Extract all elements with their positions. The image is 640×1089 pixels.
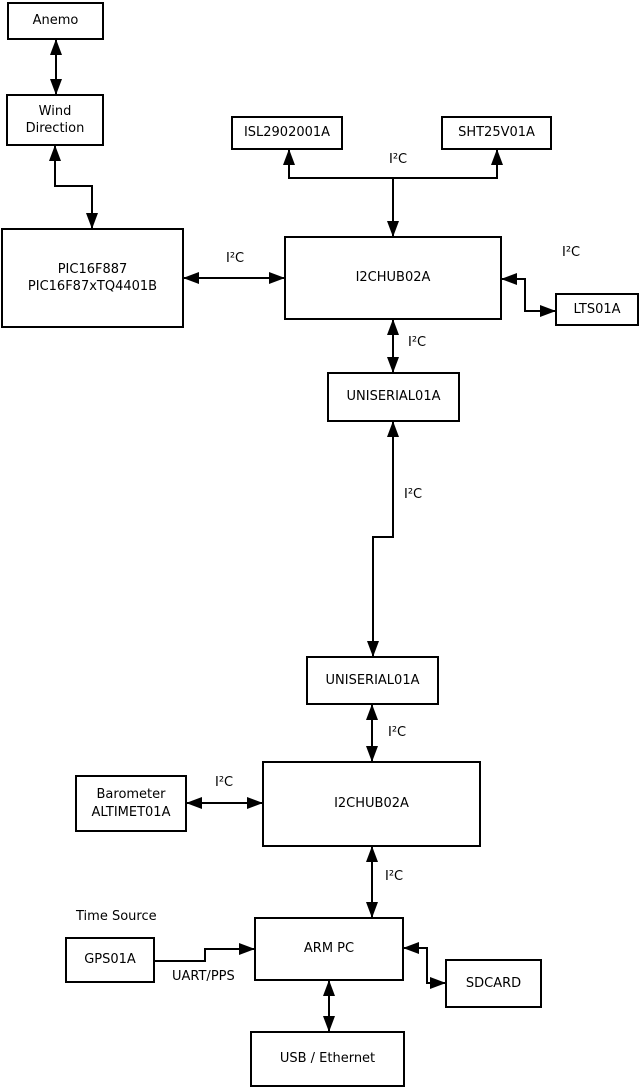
node-sht25v01a-label: SHT25V01A [458,125,535,141]
connector-uniserial1-uniserial2-arrow [367,421,399,657]
node-i2chub02a-lower: I2CHUB02A [262,761,481,847]
edge-label-i2c-uniserial2-hub2: I²C [388,725,407,740]
connector-hub1-lts-arrow [501,273,556,317]
node-i2chub02a-upper-label: I2CHUB02A [355,270,431,286]
node-anemo-label: Anemo [32,13,79,29]
edge-label-i2c-barometer-hub2: I²C [215,775,234,790]
edge-label-i2c-hub1-uniserial1: I²C [408,335,427,350]
node-uniserial01a-lower: UNISERIAL01A [306,656,439,705]
edge-label-uart-pps: UART/PPS [172,969,235,984]
node-i2chub02a-lower-label: I2CHUB02A [334,796,409,812]
node-barometer-altimet01a-label: Barometer ALTIMET01A [91,787,171,820]
node-gps01a-label: GPS01A [84,952,136,968]
node-sdcard-label: SDCARD [465,975,522,991]
node-uniserial01a-lower-label: UNISERIAL01A [325,672,420,688]
edge-label-i2c-long-link: I²C [404,487,423,502]
node-pic16f887: PIC16F887 PIC16F87xTQ4401B [1,228,184,328]
node-arm-pc-label: ARM PC [303,941,355,957]
node-barometer-altimet01a: Barometer ALTIMET01A [75,775,187,832]
node-uniserial01a-upper: UNISERIAL01A [327,372,460,422]
edge-label-i2c-hub2-arm: I²C [385,869,404,884]
node-i2chub02a-upper: I2CHUB02A [284,236,502,320]
node-usb-ethernet-label: USB / Ethernet [279,1051,376,1067]
node-lts01a-label: LTS01A [573,301,621,317]
node-isl2902001a: ISL2902001A [231,116,343,150]
node-anemo: Anemo [7,2,104,40]
node-wind-direction: Wind Direction [6,94,104,146]
annotation-time-source: Time Source [76,909,157,924]
node-arm-pc: ARM PC [254,917,404,981]
connector-gps-arm-arrow [155,943,255,962]
node-wind-direction-label: Wind Direction [25,103,85,136]
node-usb-ethernet: USB / Ethernet [250,1031,405,1087]
node-pic16f887-label: PIC16F887 PIC16F87xTQ4401B [27,261,158,294]
node-lts01a: LTS01A [555,293,639,326]
node-isl2902001a-label: ISL2902001A [243,125,331,141]
node-sht25v01a: SHT25V01A [441,116,552,150]
edge-label-i2c-pic-hub1: I²C [226,251,245,266]
node-uniserial01a-upper-label: UNISERIAL01A [346,389,441,405]
node-sdcard: SDCARD [445,959,542,1008]
node-gps01a: GPS01A [65,937,155,983]
connector-arm-sdcard-arrow [403,942,446,989]
connector-wind-pic-arrow [49,145,98,229]
edge-label-i2c-sensors-top: I²C [389,152,408,167]
edge-label-i2c-hub1-lts: I²C [562,245,581,260]
